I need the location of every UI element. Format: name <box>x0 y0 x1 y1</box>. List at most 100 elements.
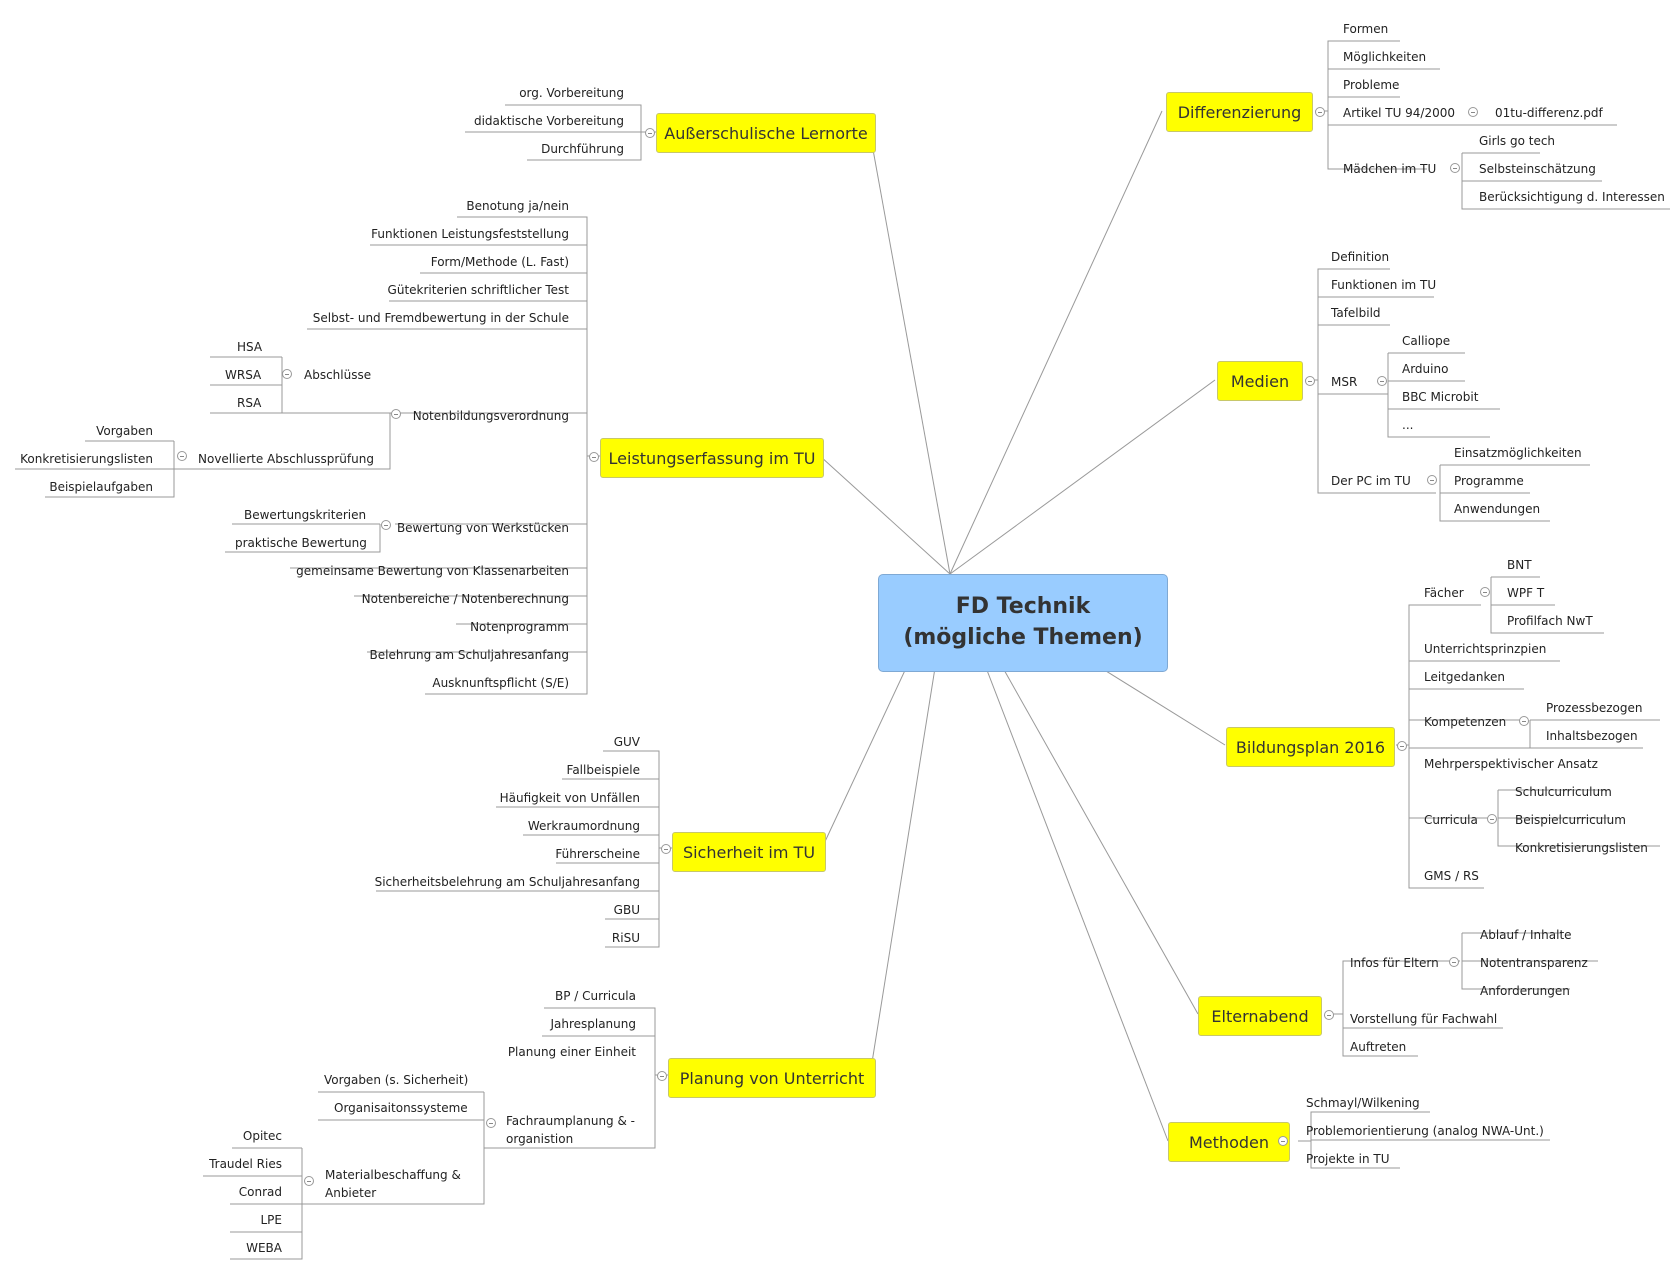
collapse-toggle-werk[interactable] <box>381 520 391 530</box>
fach-label[interactable]: Fachraumplanung & - organistion <box>506 1112 635 1148</box>
kompetenzen-label[interactable]: Kompetenzen <box>1424 715 1507 729</box>
list-item[interactable]: Berücksichtigung d. Interessen <box>1479 190 1665 204</box>
list-item[interactable]: Funktionen im TU <box>1331 278 1437 292</box>
collapse-toggle-aussen[interactable] <box>645 128 655 138</box>
list-item[interactable]: Funktionen Leistungsfeststellung <box>371 227 569 241</box>
list-item[interactable]: Werkraumordnung <box>527 819 640 833</box>
list-item[interactable]: LPE <box>260 1213 282 1227</box>
list-item[interactable]: ... <box>1402 418 1414 432</box>
list-item[interactable]: Vorgaben <box>96 424 153 438</box>
list-item[interactable]: Beispielcurriculum <box>1515 813 1626 827</box>
list-item[interactable]: GBU <box>613 903 640 917</box>
list-item[interactable]: BNT <box>1507 558 1532 572</box>
list-item[interactable]: Probleme <box>1343 78 1400 92</box>
curricula-label[interactable]: Curricula <box>1424 813 1478 827</box>
topic-methoden[interactable]: Methoden <box>1168 1122 1290 1162</box>
nbv-label[interactable]: Notenbildungsverordnung <box>412 409 569 423</box>
material-label[interactable]: Materialbeschaffung & Anbieter <box>325 1166 461 1202</box>
list-item[interactable]: praktische Bewertung <box>235 536 367 550</box>
abschluesse-label[interactable]: Abschlüsse <box>304 368 372 382</box>
collapse-toggle-curricula[interactable] <box>1487 814 1497 824</box>
list-item[interactable]: Schulcurriculum <box>1515 785 1612 799</box>
collapse-toggle-bildung[interactable] <box>1397 741 1407 751</box>
list-item[interactable]: org. Vorbereitung <box>519 86 624 100</box>
list-item[interactable]: Opitec <box>242 1129 282 1143</box>
list-item[interactable]: Bewertungskriterien <box>244 508 367 522</box>
collapse-toggle-planung[interactable] <box>657 1071 667 1081</box>
list-item[interactable]: WRSA <box>225 368 262 382</box>
collapse-toggle-eltern[interactable] <box>1324 1010 1334 1020</box>
list-item[interactable]: didaktische Vorbereitung <box>473 114 624 128</box>
topic-differenzierung[interactable]: Differenzierung <box>1166 92 1313 132</box>
list-item[interactable]: Schmayl/Wilkening <box>1306 1096 1420 1110</box>
list-item[interactable]: Calliope <box>1402 334 1451 348</box>
list-item[interactable]: Organisaitonssysteme <box>334 1101 468 1115</box>
collapse-toggle-kompetenzen[interactable] <box>1519 716 1529 726</box>
list-item[interactable]: GMS / RS <box>1424 869 1479 883</box>
novelliert-label[interactable]: Novellierte Abschlussprüfung <box>198 452 374 466</box>
collapse-toggle-msr[interactable] <box>1377 376 1387 386</box>
list-item[interactable]: GUV <box>613 735 640 749</box>
artikel-label[interactable]: Artikel TU 94/2000 <box>1343 106 1456 120</box>
collapse-toggle-artikel[interactable] <box>1468 107 1478 117</box>
faecher-label[interactable]: Fächer <box>1424 586 1464 600</box>
list-item[interactable]: RSA <box>237 396 262 410</box>
collapse-toggle-abschluesse[interactable] <box>282 369 292 379</box>
list-item[interactable]: Fallbeispiele <box>566 763 640 777</box>
collapse-toggle-maedchen[interactable] <box>1450 163 1460 173</box>
list-item[interactable]: Anwendungen <box>1454 502 1541 516</box>
collapse-toggle-methoden[interactable] <box>1278 1136 1288 1146</box>
list-item[interactable]: Planung einer Einheit <box>507 1045 636 1059</box>
collapse-toggle-novelliert[interactable] <box>177 451 187 461</box>
collapse-toggle-infos[interactable] <box>1449 957 1459 967</box>
list-item[interactable]: Problemorientierung (analog NWA-Unt.) <box>1306 1124 1544 1138</box>
topic-leistungserfassung[interactable]: Leistungserfassung im TU <box>600 438 824 478</box>
msr-label[interactable]: MSR <box>1331 375 1358 389</box>
list-item[interactable]: Führerscheine <box>555 847 640 861</box>
list-item[interactable]: Form/Methode (L. Fast) <box>430 255 569 269</box>
topic-sicherheit[interactable]: Sicherheit im TU <box>672 832 826 872</box>
topic-planung[interactable]: Planung von Unterricht <box>668 1058 876 1098</box>
list-item[interactable]: Möglichkeiten <box>1343 50 1427 64</box>
list-item[interactable]: Konkretisierungslisten <box>20 452 153 466</box>
list-item[interactable]: Unterrichtsprinzpien <box>1424 642 1547 656</box>
list-item[interactable]: HSA <box>237 340 263 354</box>
list-item[interactable]: BBC Microbit <box>1402 390 1479 404</box>
list-item[interactable]: Arduino <box>1402 362 1449 376</box>
list-item[interactable]: Häufigkeit von Unfällen <box>499 791 640 805</box>
collapse-toggle-medien[interactable] <box>1305 376 1315 386</box>
list-item[interactable]: Benotung ja/nein <box>466 199 569 213</box>
central-topic[interactable]: FD Technik(mögliche Themen) <box>878 574 1168 672</box>
collapse-toggle-sicherheit[interactable] <box>661 844 671 854</box>
list-item[interactable]: Ablauf / Inhalte <box>1480 928 1572 942</box>
list-item[interactable]: Programme <box>1454 474 1524 488</box>
list-item[interactable]: Notenprogramm <box>470 620 569 634</box>
maedchen-label[interactable]: Mädchen im TU <box>1343 162 1437 176</box>
list-item[interactable]: Mehrperspektivischer Ansatz <box>1424 757 1598 771</box>
collapse-toggle-diff[interactable] <box>1315 107 1325 117</box>
collapse-toggle-faecher[interactable] <box>1480 587 1490 597</box>
list-item[interactable]: Profilfach NwT <box>1507 614 1593 628</box>
list-item[interactable]: Conrad <box>238 1185 282 1199</box>
topic-bildungsplan[interactable]: Bildungsplan 2016 <box>1226 727 1395 767</box>
pc-label[interactable]: Der PC im TU <box>1331 474 1411 488</box>
list-item[interactable]: Gütekriterien schriftlicher Test <box>387 283 569 297</box>
infos-label[interactable]: Infos für Eltern <box>1350 956 1439 970</box>
list-item[interactable]: Notentransparenz <box>1480 956 1588 970</box>
list-item[interactable]: BP / Curricula <box>554 989 636 1003</box>
collapse-toggle-nbv[interactable] <box>391 409 401 419</box>
list-item[interactable]: Einsatzmöglichkeiten <box>1454 446 1582 460</box>
topic-elternabend[interactable]: Elternabend <box>1198 996 1322 1036</box>
list-item[interactable]: Durchführung <box>541 142 624 156</box>
list-item[interactable]: Vorgaben (s. Sicherheit) <box>324 1073 469 1087</box>
list-item[interactable]: Projekte in TU <box>1306 1152 1390 1166</box>
list-item[interactable]: Konkretisierungslisten <box>1515 841 1648 855</box>
list-item[interactable]: WEBA <box>246 1241 282 1255</box>
list-item[interactable]: Beispielaufgaben <box>49 480 153 494</box>
pdf-attachment[interactable]: 01tu-differenz.pdf <box>1495 106 1603 120</box>
list-item[interactable]: Inhaltsbezogen <box>1546 729 1638 743</box>
collapse-toggle-material[interactable] <box>304 1176 314 1186</box>
list-item[interactable]: Ausknunftspflicht (S/E) <box>432 676 569 690</box>
list-item[interactable]: Tafelbild <box>1331 306 1381 320</box>
list-item[interactable]: Sicherheitsbelehrung am Schuljahresanfan… <box>374 875 640 889</box>
